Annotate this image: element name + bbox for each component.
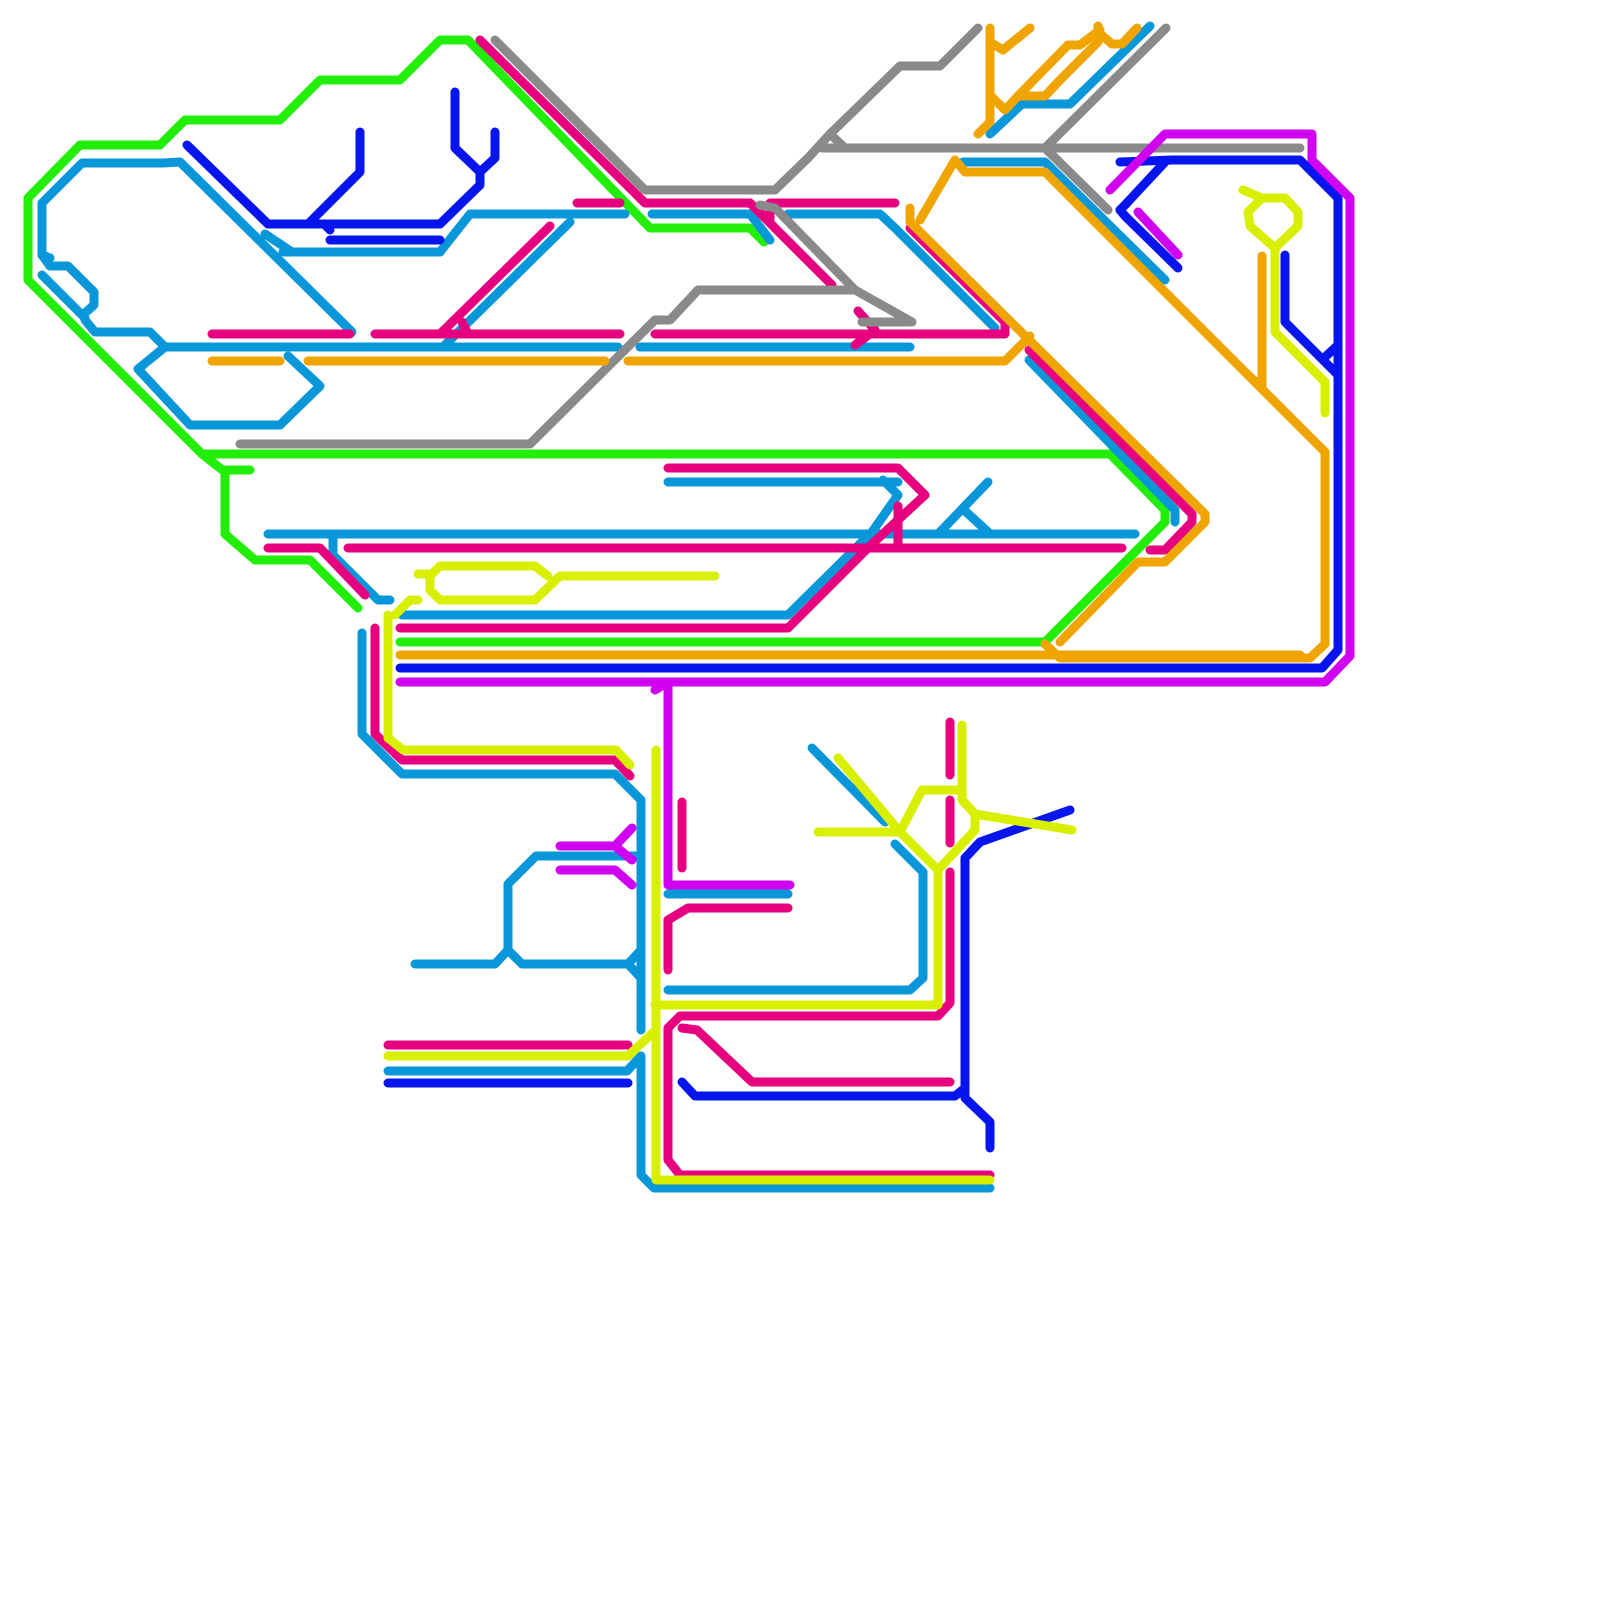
route-magenta-segment bbox=[682, 1028, 950, 1082]
route-green-segment bbox=[225, 470, 358, 608]
route-purple-segment bbox=[560, 870, 632, 885]
route-magenta-segment bbox=[855, 311, 875, 345]
route-grey-segment bbox=[830, 28, 978, 134]
route-purple-segment bbox=[560, 828, 632, 846]
route-navy-segment bbox=[965, 810, 1070, 1148]
route-lime-segment bbox=[838, 758, 938, 870]
route-green-segment bbox=[28, 145, 1165, 642]
route-navy-segment bbox=[187, 132, 360, 224]
route-magenta-segment bbox=[462, 322, 468, 334]
route-lime-segment bbox=[1243, 190, 1298, 248]
route-magenta-segment bbox=[668, 908, 788, 970]
route-blue-segment bbox=[812, 748, 885, 822]
route-blue-segment bbox=[668, 844, 923, 990]
line-orange bbox=[212, 26, 1325, 658]
route-blue-segment bbox=[362, 633, 641, 1030]
route-navy-segment bbox=[480, 132, 495, 172]
route-blue-segment bbox=[388, 1056, 990, 1188]
route-blue-segment bbox=[508, 950, 641, 964]
route-orange-segment bbox=[990, 28, 1030, 50]
route-navy-segment bbox=[268, 92, 480, 224]
route-blue-segment bbox=[964, 510, 988, 532]
route-lime-segment bbox=[430, 566, 715, 600]
